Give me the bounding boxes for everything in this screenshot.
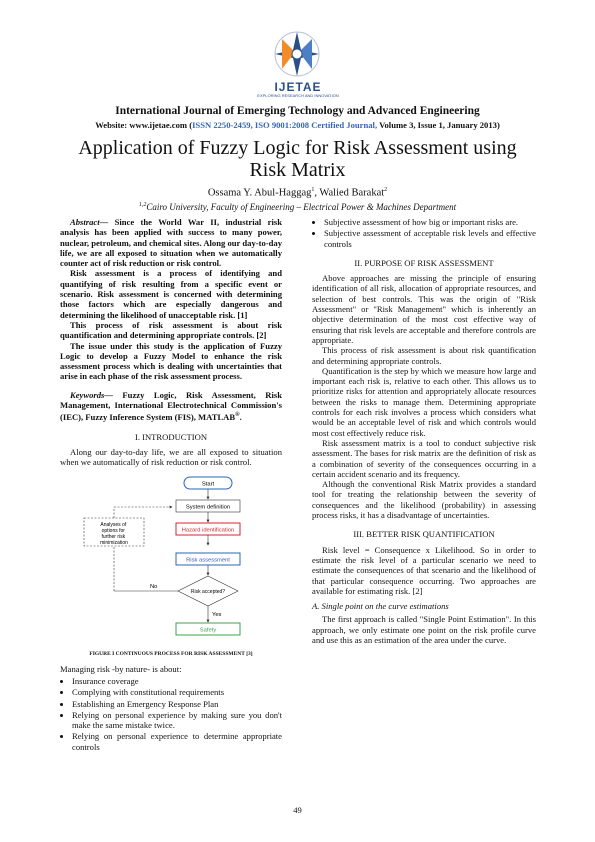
flowchart-svg: Start System definition Hazard identific… [83, 476, 241, 636]
list-item: Insurance coverage [72, 676, 282, 686]
subsection-a-heading: A. Single point on the curve estimations [312, 601, 449, 612]
author-separator: , Walied Barakat [314, 187, 385, 199]
abstract-p1: Abstract— Since the World War II, indust… [60, 217, 282, 268]
keywords-reg: ® [235, 412, 240, 419]
intro-p1: Along our day-to-day life, we are all ex… [60, 446, 282, 468]
logo-name: IJETAE [274, 80, 322, 94]
flow-analyses-box [83, 518, 145, 547]
section-1-heading: I. INTRODUCTION [134, 431, 208, 442]
journal-title: International Journal of Emerging Techno… [115, 105, 480, 117]
list-item: Subjective assessment of acceptable risk… [324, 228, 536, 249]
website-issn: ISSN 2250-2459, ISO 9001:2008 Certified … [192, 120, 378, 130]
page-number: 49 [293, 805, 302, 815]
flow-risk-assessment-label: Risk assessment [186, 558, 230, 564]
flow-hazard-identification-label: Hazard identification [182, 528, 235, 534]
abstract-p3: This process of risk assessment is about… [60, 319, 282, 341]
abstract-p4: The issue under this study is the applic… [60, 340, 282, 382]
author-1-sup: 1 [311, 187, 315, 193]
figure-caption: FIGURE I CONTINUOUS PROCESS FOR RISK ASS… [89, 651, 253, 658]
flow-yes-label: Yes [212, 612, 222, 618]
flow-safety-label: Safety [200, 628, 217, 634]
left-column: Abstract— Since the World War II, indust… [60, 217, 282, 753]
affiliation-sup: 1,2 [138, 202, 147, 208]
journal-website: Website: www.ijetae.com (ISSN 2250-2459,… [0, 120, 595, 130]
list-item: Establishing an Emergency Response Plan [72, 699, 282, 709]
flow-system-definition-label: System definition [186, 505, 230, 511]
abstract-label: Abstract— [70, 217, 109, 227]
logo-emblem-icon [274, 31, 320, 77]
right-list: Subjective assessment of how big or impo… [312, 217, 536, 249]
author-2-sup: 2 [384, 187, 388, 193]
section-2-heading: II. PURPOSE OF RISK ASSESSMENT [354, 257, 494, 268]
affiliation-text: Cairo University, Faculty of Engineering… [146, 202, 457, 212]
flow-safety-box [175, 622, 241, 636]
abstract-p1-text: Since the World War II, industrial risk … [60, 217, 282, 269]
paper-affiliation: 1,2Cairo University, Faculty of Engineer… [0, 202, 595, 212]
website-prefix: Website: www.ijetae.com ( [95, 120, 193, 130]
purpose-p2: This process of risk assessment is about… [312, 345, 536, 366]
flow-no-label: No [150, 584, 157, 590]
list-item: Relying on personal experience to determ… [72, 731, 282, 752]
purpose-p1: Above approaches are missing the princip… [312, 273, 536, 345]
journal-logo [274, 31, 320, 77]
keywords: Keywords— Fuzzy Logic, Risk Assessment, … [60, 390, 282, 423]
abstract-p2: Risk assessment is a process of identify… [60, 268, 282, 320]
website-suffix: Volume 3, Issue 1, January 2013) [377, 120, 500, 130]
quant-p2: The first approach is called "Single Poi… [312, 614, 536, 645]
purpose-p3: Quantification is the step by which we m… [312, 365, 536, 438]
keywords-end: . [239, 412, 242, 423]
paper-authors: Ossama Y. Abul-Haggag1, Walied Barakat2 [0, 187, 595, 199]
flow-start-label: Start [202, 482, 215, 488]
flow-analyses-label: Analyses of options for further risk min… [100, 522, 128, 546]
logo-text: IJETAE EXPLORING RESEARCH AND INNOVATION [253, 80, 343, 98]
keywords-label: Keywords— [70, 389, 113, 400]
quant-p1: Risk level = Consequence x Likelihood. S… [312, 544, 536, 596]
logo-tagline: EXPLORING RESEARCH AND INNOVATION [257, 93, 339, 98]
managing-intro: Managing risk -by nature- is about: [60, 663, 182, 674]
figure-flowchart: Start System definition Hazard identific… [60, 473, 282, 645]
managing-list: Insurance coverage Complying with consti… [60, 676, 282, 752]
right-column: Subjective assessment of how big or impo… [312, 217, 536, 645]
list-item: Complying with constitutional requiremen… [72, 687, 282, 697]
author-1: Ossama Y. Abul-Haggag [207, 187, 312, 199]
list-item: Subjective assessment of how big or impo… [324, 217, 536, 227]
purpose-p4: Risk assessment matrix is a tool to cond… [312, 437, 536, 479]
paper-title: Application of Fuzzy Logic for Risk Asse… [78, 137, 517, 181]
keywords-text: Fuzzy Logic, Risk Assessment, Risk Manag… [60, 389, 282, 423]
section-3-heading: III. BETTER RISK QUANTIFICATION [353, 529, 495, 540]
purpose-p5: Although the conventional Risk Matrix pr… [312, 479, 536, 521]
flow-risk-accepted-label: Risk accepted? [191, 589, 225, 595]
list-item: Relying on personal experience by making… [72, 710, 282, 731]
